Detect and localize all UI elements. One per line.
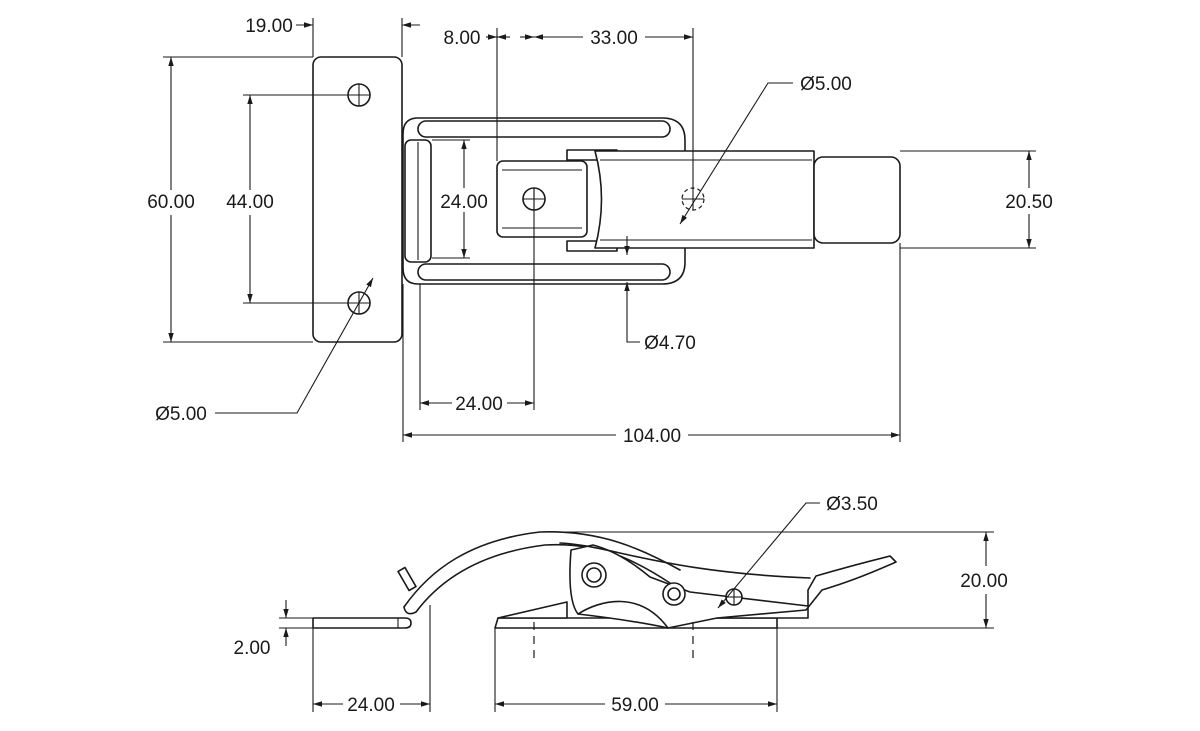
dim-lever-width: 20.50	[1005, 192, 1053, 213]
side-lever	[559, 542, 897, 629]
top-dimension-lines	[168, 22, 1032, 438]
dim-plate-to-hook: 24.00	[455, 394, 503, 415]
top-view: 19.00 60.00 44.00 Ø5.00 8.00 33.00 Ø5.00…	[147, 16, 1053, 447]
side-catch-plate	[312, 617, 412, 629]
lever	[496, 149, 901, 252]
side-dimension-lines	[283, 532, 989, 707]
dim-overall-length: 104.00	[623, 426, 681, 447]
dim-plate-height: 60.00	[147, 192, 195, 213]
dim-side-thickness: 2.00	[234, 638, 271, 659]
dim-hole-spacing: 44.00	[226, 192, 274, 213]
side-extension-lines	[279, 531, 994, 712]
side-pivot-hole	[581, 562, 607, 588]
side-hook-pin	[662, 582, 686, 606]
dim-mount-hole-dia: Ø5.00	[155, 404, 207, 425]
side-hole-3-5	[725, 588, 743, 606]
mount-hole-top	[347, 83, 371, 107]
dim-hook-offset: 8.00	[444, 28, 481, 49]
dim-side-catch-length: 24.00	[347, 695, 395, 716]
top-leaders	[215, 82, 793, 414]
dim-latch-hole-dia: Ø5.00	[800, 74, 852, 95]
dim-hook-to-hole: 33.00	[590, 28, 638, 49]
dim-catch-width: 24.00	[440, 192, 488, 213]
dim-plate-width: 19.00	[245, 16, 293, 37]
dim-side-base-length: 59.00	[611, 695, 659, 716]
side-leader-hole	[717, 502, 820, 609]
dim-side-hole-dia: Ø3.50	[826, 494, 878, 515]
catch-plate	[312, 56, 403, 343]
side-view: Ø3.50 20.00 2.00 24.00 59.00	[234, 494, 1008, 716]
dim-side-height: 20.00	[960, 571, 1008, 592]
dim-pin-dia: Ø4.70	[644, 333, 696, 354]
